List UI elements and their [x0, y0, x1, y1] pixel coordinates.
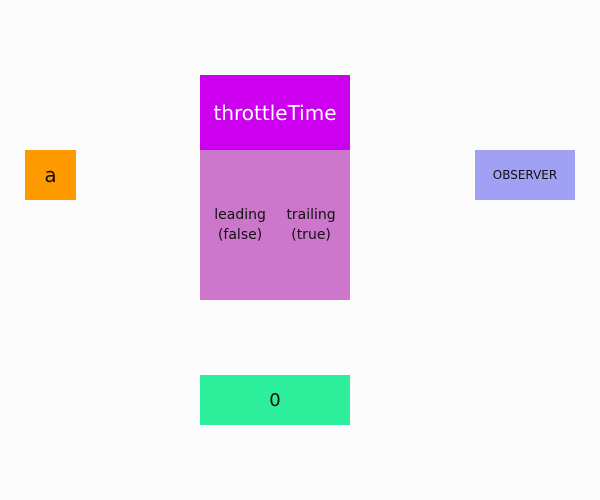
observer-label: OBSERVER: [492, 168, 558, 182]
counter-box: 0: [200, 375, 350, 425]
option-leading-value: (false): [217, 227, 263, 243]
option-trailing-value: (true): [291, 227, 331, 243]
observer-box: OBSERVER: [475, 150, 575, 200]
option-trailing-name: trailing: [286, 207, 336, 223]
operator-name: throttleTime: [213, 100, 337, 125]
source-value-box[interactable]: a: [25, 150, 76, 200]
option-leading[interactable]: leading (false): [214, 205, 266, 245]
operator-options-panel: leading (false) trailing (true): [200, 150, 350, 300]
operator-header: throttleTime: [200, 75, 350, 150]
counter-value: 0: [269, 389, 281, 411]
option-leading-name: leading: [214, 207, 266, 223]
source-value-label: a: [44, 163, 57, 187]
option-trailing[interactable]: trailing (true): [286, 205, 335, 245]
